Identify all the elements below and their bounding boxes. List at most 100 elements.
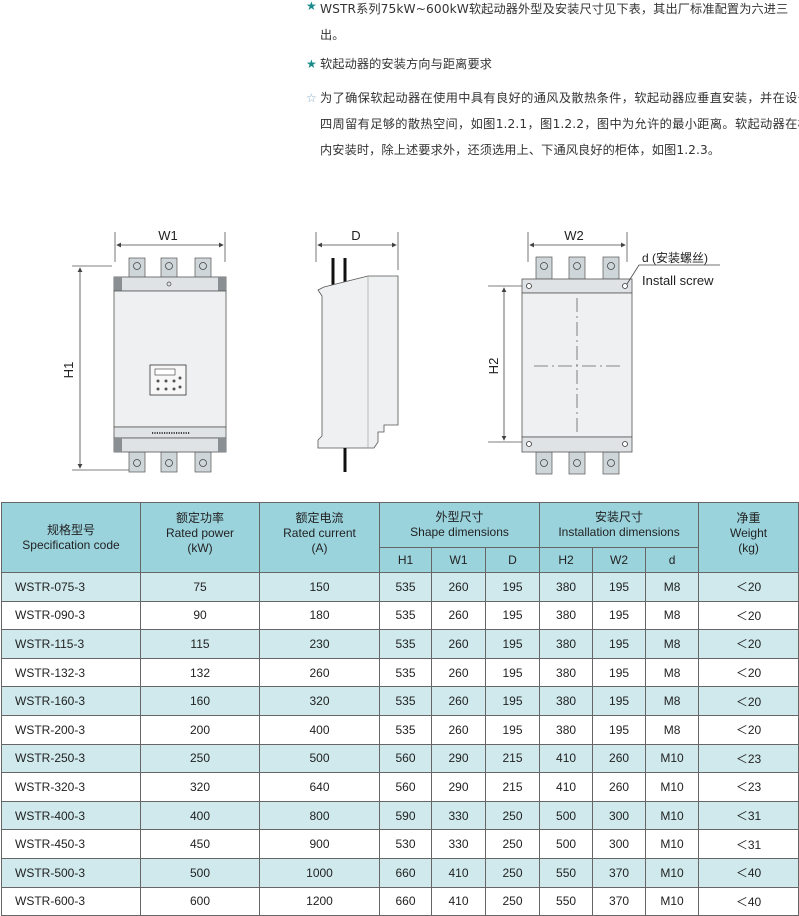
cell-d: 215 — [484, 743, 541, 774]
cell-current: 260 — [259, 657, 380, 688]
cell-d: 195 — [484, 572, 541, 602]
cell-w2: 195 — [592, 600, 647, 631]
note-dimensions-text: WSTR系列75kW~600kW软起动器外型及安装尺寸见下表，其出厂标准配置为六… — [320, 2, 789, 42]
cell-d: 250 — [484, 829, 541, 859]
cell-h2: 380 — [539, 714, 594, 745]
cell-h1: 530 — [379, 829, 432, 859]
cell-h2: 410 — [539, 772, 594, 802]
cell-power: 450 — [140, 829, 260, 859]
cell-w2: 370 — [592, 857, 647, 888]
cell-power: 600 — [140, 886, 260, 916]
cell-weight: ＜20 — [698, 572, 799, 602]
cell-power: 75 — [140, 572, 260, 602]
cell-h2: 380 — [539, 657, 594, 688]
header-install: 安装尺寸 Installation dimensions — [539, 502, 700, 548]
cell-d: 250 — [484, 800, 541, 831]
cell-current: 400 — [259, 714, 380, 745]
header-power: 额定功率 Rated power (kW) — [140, 502, 260, 573]
cell-current: 640 — [259, 772, 380, 802]
cell-h2: 380 — [539, 600, 594, 631]
cell-power: 115 — [140, 629, 260, 659]
cell-weight: ＜20 — [698, 629, 799, 659]
cell-w1: 330 — [431, 829, 486, 859]
cell-screw: M10 — [645, 857, 700, 888]
cell-screw: M10 — [645, 829, 700, 859]
note-ventilation-text: 为了确保软起动器在使用中具有良好的通风及散热条件，软起动器应垂直安装，并在设备四… — [320, 91, 799, 157]
header-d: D — [484, 547, 541, 573]
header-h2: H2 — [539, 547, 594, 573]
cell-d: 195 — [484, 629, 541, 659]
cell-screw: M10 — [645, 772, 700, 802]
header-weight: 净重 Weight (kg) — [698, 502, 799, 573]
cell-screw: M8 — [645, 572, 700, 602]
cell-screw: M8 — [645, 629, 700, 659]
cell-w1: 330 — [431, 800, 486, 831]
cell-current: 180 — [259, 600, 380, 631]
cell-h2: 410 — [539, 743, 594, 774]
cell-weight: ＜40 — [698, 857, 799, 888]
cell-d: 215 — [484, 772, 541, 802]
cell-power: 90 — [140, 600, 260, 631]
cell-current: 800 — [259, 800, 380, 831]
note-direction-text: 软起动器的安装方向与距离要求 — [320, 57, 493, 71]
screw-label-en: Install screw — [642, 273, 714, 288]
side-view: D — [315, 228, 399, 472]
cell-h1: 535 — [379, 714, 432, 745]
cell-current: 230 — [259, 629, 380, 659]
cell-w2: 370 — [592, 886, 647, 916]
cell-h2: 500 — [539, 829, 594, 859]
cell-weight: ＜23 — [698, 772, 799, 802]
cell-power: 160 — [140, 686, 260, 716]
note-dimensions: ★ WSTR系列75kW~600kW软起动器外型及安装尺寸见下表，其出厂标准配置… — [306, 0, 799, 48]
cell-weight: ＜20 — [698, 600, 799, 631]
cell-weight: ＜20 — [698, 714, 799, 745]
cell-weight: ＜20 — [698, 686, 799, 716]
dimension-drawings: W1 H1 — [61, 228, 720, 475]
cell-h1: 590 — [379, 800, 432, 831]
note-ventilation: ☆ 为了确保软起动器在使用中具有良好的通风及散热条件，软起动器应垂直安装，并在设… — [306, 85, 799, 163]
cell-screw: M8 — [645, 600, 700, 631]
cell-w1: 260 — [431, 714, 486, 745]
cell-w2: 260 — [592, 772, 647, 802]
cell-w2: 300 — [592, 800, 647, 831]
cell-current: 900 — [259, 829, 380, 859]
cell-screw: M10 — [645, 800, 700, 831]
mounting-view: W2 H2 d (安装螺丝) I — [486, 228, 720, 475]
cell-w1: 290 — [431, 772, 486, 802]
cell-power: 250 — [140, 743, 260, 774]
cell-code: WSTR-075-3 — [1, 572, 141, 602]
cell-d: 195 — [484, 657, 541, 688]
cell-weight: ＜40 — [698, 886, 799, 916]
cell-screw: M8 — [645, 686, 700, 716]
header-screw: d — [645, 547, 700, 573]
cell-h1: 560 — [379, 772, 432, 802]
screw-label-cn: d (安装螺丝) — [642, 250, 708, 265]
cell-code: WSTR-600-3 — [1, 886, 141, 916]
cell-code: WSTR-090-3 — [1, 600, 141, 631]
d-label: D — [351, 228, 360, 243]
cell-d: 250 — [484, 886, 541, 916]
star-icon: ★ — [306, 57, 317, 71]
cell-power: 200 — [140, 714, 260, 745]
cell-screw: M8 — [645, 714, 700, 745]
cell-code: WSTR-115-3 — [1, 629, 141, 659]
cell-h2: 380 — [539, 629, 594, 659]
cell-code: WSTR-450-3 — [1, 829, 141, 859]
header-h1: H1 — [379, 547, 432, 573]
header-w2: W2 — [592, 547, 647, 573]
cell-power: 400 — [140, 800, 260, 831]
cell-d: 195 — [484, 686, 541, 716]
specification-table: 规格型号 Specification code 额定功率 Rated power… — [1, 502, 799, 916]
cell-power: 320 — [140, 772, 260, 802]
star-icon: ★ — [306, 0, 317, 13]
cell-code: WSTR-132-3 — [1, 657, 141, 688]
cell-h1: 560 — [379, 743, 432, 774]
